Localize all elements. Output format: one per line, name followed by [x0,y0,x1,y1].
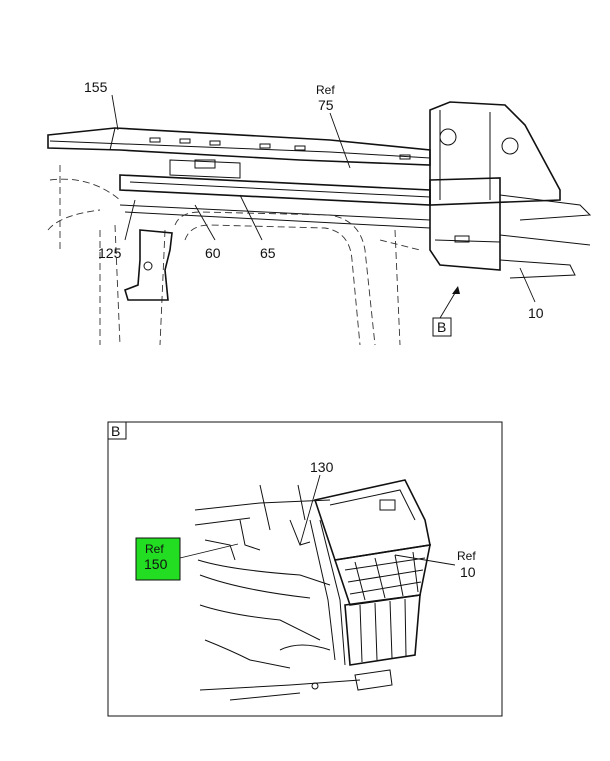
detail-frame-label: B [111,423,120,439]
view-b-box [432,317,452,337]
roof-rail [47,127,431,166]
highlight-150 [135,537,181,581]
callout-65: 65 [260,245,276,261]
callout-60: 60 [205,245,221,261]
side-rail [119,174,431,206]
bracket-125 [124,229,173,301]
callout-75-ref: Ref [316,83,335,97]
callout-75: 75 [318,97,334,113]
module-lower [344,594,421,666]
callout-150-ref: Ref [145,542,164,556]
callout-10: 10 [528,305,544,321]
detail-frame [107,421,503,717]
tray-grid [344,551,426,601]
view-b-label: B [437,319,446,335]
callout-150: 150 [144,556,168,572]
callout-130: 130 [310,459,334,475]
callout-125: 125 [98,245,122,261]
module-upper [313,479,431,561]
main-view: 155 Ref 75 125 60 65 10 B [47,79,592,346]
module-10 [429,177,501,271]
detail-view: B [107,421,503,717]
rail-slots [149,137,411,160]
callout-155: 155 [84,79,108,95]
callout-10-detail: 10 [460,564,476,580]
pillar-structure [429,101,561,206]
callout-10-ref: Ref [457,549,476,563]
